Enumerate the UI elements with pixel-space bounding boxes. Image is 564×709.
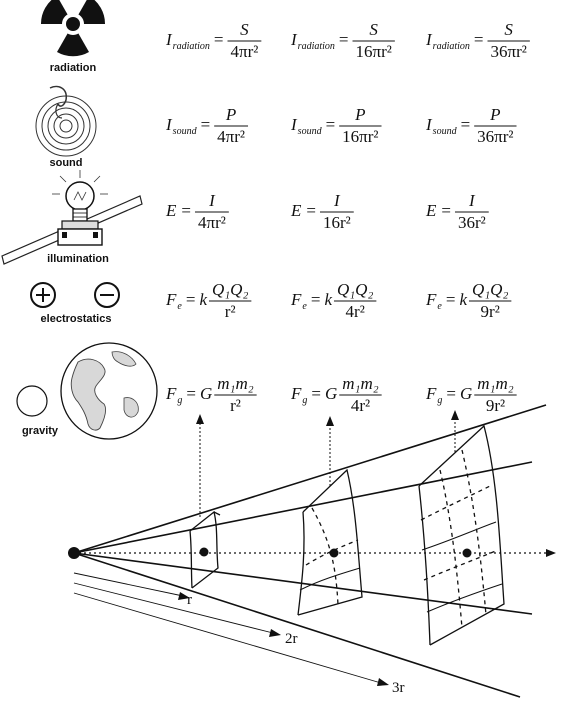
equals-sign: =: [326, 115, 336, 134]
equation-lhs: I: [425, 30, 433, 49]
equation-denominator: 9r²: [481, 302, 500, 321]
equals-sign: =: [181, 201, 191, 220]
equation-numerator: P: [225, 105, 236, 124]
equation-lhs: F: [165, 290, 177, 309]
equation-numerator: Q₁Q₂: [472, 280, 508, 299]
equation-lhs-subscript: e: [437, 301, 442, 312]
equation-coefficient: G: [325, 384, 337, 403]
equation-lhs: I: [290, 115, 298, 134]
equation-lhs: E: [165, 201, 177, 220]
equation-lhs: I: [165, 115, 173, 134]
equation-denominator: 16πr²: [356, 42, 392, 61]
equation-denominator: 9r²: [486, 396, 505, 415]
equation-numerator: Q₁Q₂: [337, 280, 373, 299]
equation-numerator: I: [333, 191, 341, 210]
equation-lhs-subscript: radiation: [433, 41, 470, 52]
equation-numerator: P: [489, 105, 500, 124]
equation-numerator: I: [468, 191, 476, 210]
equation-lhs-subscript: sound: [173, 126, 198, 137]
equals-sign: =: [446, 290, 456, 309]
equation-lhs: I: [165, 30, 173, 49]
equation-lhs: I: [425, 115, 433, 134]
equation-numerator: Q₁Q₂: [212, 280, 248, 299]
equation-lhs-subscript: radiation: [173, 41, 210, 52]
equation-denominator: 16πr²: [342, 127, 378, 146]
row-label-gravity: gravity: [22, 425, 59, 437]
equals-sign: =: [186, 384, 196, 403]
equation-lhs: F: [290, 384, 302, 403]
equation-numerator: S: [240, 20, 249, 39]
surface-r: [189, 510, 221, 589]
equation-lhs-subscript: sound: [298, 126, 323, 137]
equation-denominator: 4r²: [346, 302, 365, 321]
equation-lhs: I: [290, 30, 298, 49]
equals-sign: =: [311, 290, 321, 309]
equation-denominator: 36r²: [458, 213, 486, 232]
row-label-illumination: illumination: [47, 253, 109, 265]
distance-label-3r: 3r: [392, 680, 405, 696]
equation-denominator: 4r²: [351, 396, 370, 415]
radiation-trefoil-icon: [40, 0, 106, 57]
equals-sign: =: [201, 115, 211, 134]
surface-3r: [418, 424, 505, 646]
equation-lhs-subscript: g: [177, 395, 182, 406]
equation-coefficient: G: [460, 384, 472, 403]
equation-lhs-subscript: radiation: [298, 41, 335, 52]
equation-lhs-subscript: sound: [433, 126, 458, 137]
equals-sign: =: [214, 30, 224, 49]
equals-sign: =: [311, 384, 321, 403]
equation-numerator: S: [504, 20, 513, 39]
equation-lhs-subscript: g: [437, 395, 442, 406]
equation-lhs: F: [165, 384, 177, 403]
equation-denominator: 16r²: [323, 213, 351, 232]
surface-2r: [297, 468, 363, 616]
equals-sign: =: [446, 384, 456, 403]
equation-lhs-subscript: e: [177, 301, 182, 312]
equation-denominator: 4πr²: [231, 42, 259, 61]
equation-lhs-subscript: g: [302, 395, 307, 406]
distance-label-2r: 2r: [285, 631, 298, 647]
sound-waves-icon: [35, 85, 97, 157]
equation-coefficient: k: [324, 290, 332, 309]
equals-sign: =: [461, 115, 471, 134]
equation-numerator: m₁m₂: [342, 374, 378, 393]
light-bulb-icon: [1, 170, 143, 265]
plus-minus-charges-icon: [30, 282, 120, 308]
equation-coefficient: G: [200, 384, 212, 403]
equation-coefficient: k: [459, 290, 467, 309]
row-label-radiation: radiation: [50, 62, 97, 74]
equation-denominator: 36πr²: [491, 42, 527, 61]
row-label-sound: sound: [50, 157, 83, 169]
inverse-square-cone: [68, 404, 556, 698]
equation-lhs: F: [425, 290, 437, 309]
equation-denominator: 4πr²: [217, 127, 245, 146]
equation-denominator: r²: [230, 396, 241, 415]
equation-numerator: m₁m₂: [477, 374, 513, 393]
equals-sign: =: [186, 290, 196, 309]
equation-numerator: m₁m₂: [217, 374, 253, 393]
equation-lhs-subscript: e: [302, 301, 307, 312]
row-label-electrostatics: electrostatics: [41, 313, 112, 325]
earth-globe-icon: [16, 342, 158, 440]
equation-lhs: E: [290, 201, 302, 220]
equation-denominator: 36πr²: [477, 127, 513, 146]
equation-denominator: 4πr²: [198, 213, 226, 232]
equation-denominator: r²: [225, 302, 236, 321]
equation-numerator: S: [369, 20, 378, 39]
equation-lhs: E: [425, 201, 437, 220]
equals-sign: =: [339, 30, 349, 49]
equation-lhs: F: [290, 290, 302, 309]
equation-numerator: I: [208, 191, 216, 210]
equation-numerator: P: [354, 105, 365, 124]
equals-sign: =: [441, 201, 451, 220]
equals-sign: =: [474, 30, 484, 49]
equation-coefficient: k: [199, 290, 207, 309]
equation-lhs: F: [425, 384, 437, 403]
distance-label-r: r: [187, 592, 192, 608]
equals-sign: =: [306, 201, 316, 220]
